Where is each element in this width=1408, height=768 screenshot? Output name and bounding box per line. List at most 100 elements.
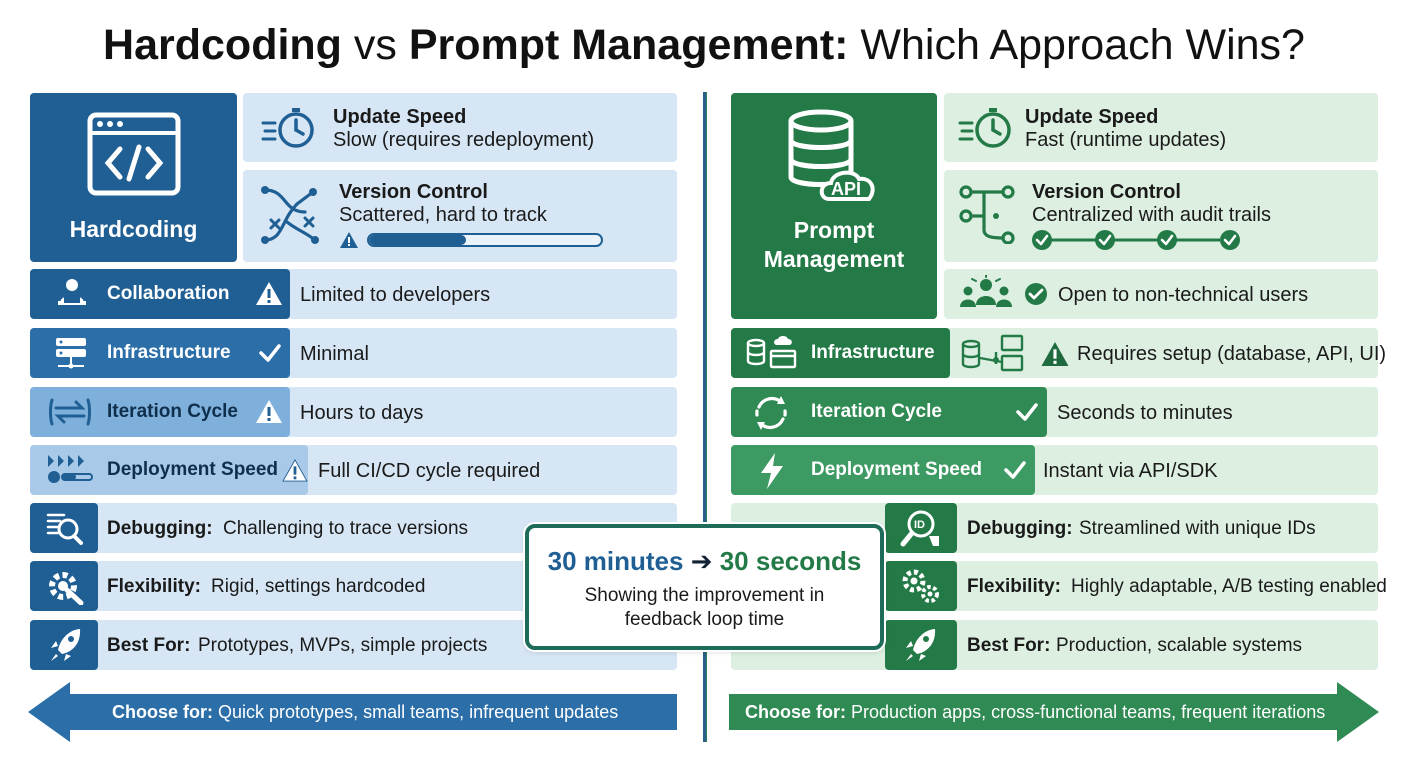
right-row-deployment-label: Deployment Speed	[811, 459, 983, 480]
left-row-deployment-value: Full CI/CD cycle required	[318, 460, 541, 482]
right-version-control-value: Centralized with audit trails	[1032, 204, 1271, 226]
rocket-icon	[906, 629, 936, 661]
right-update-speed-value: Fast (runtime updates)	[1025, 129, 1227, 151]
left-debugging-icon-box	[30, 503, 98, 553]
page-title: Hardcoding vs Prompt Management: Which A…	[0, 18, 1408, 72]
right-row-iteration-value: Seconds to minutes	[1057, 402, 1233, 424]
stopwatch-icon	[261, 108, 314, 148]
version-control-progress-track	[367, 233, 603, 247]
right-row-iteration-label: Iteration Cycle	[811, 401, 942, 422]
warning-icon	[256, 400, 282, 423]
left-version-control-title: Version Control	[339, 181, 488, 203]
database-api-icon	[788, 109, 875, 201]
improvement-callout: 30 minutes ➔ 30 seconds Showing the impr…	[525, 524, 884, 650]
svg-text:ID: ID	[914, 519, 925, 531]
hardcoding-hero-card: Hardcoding	[30, 93, 237, 262]
left-row-deployment-label: Deployment Speed	[107, 459, 279, 480]
scattered-branches-icon	[261, 186, 319, 244]
right-collaboration-value: Open to non-technical users	[1058, 284, 1309, 306]
refresh-cycle-icon	[755, 396, 787, 430]
left-debugging-label: Debugging:	[107, 518, 213, 539]
callout-arrow-icon: ➔	[690, 546, 713, 576]
pipeline-icon	[48, 455, 93, 483]
callout-after: 30 seconds	[719, 546, 862, 576]
api-badge: API	[831, 179, 862, 199]
title-part-question: Which Approach Wins?	[848, 21, 1305, 69]
prompt-management-hero-card: API Prompt Management	[731, 93, 937, 319]
left-choose-label: Choose for:	[112, 702, 213, 722]
right-choose-value: Production apps, cross-functional teams,…	[851, 702, 1326, 722]
developer-icon	[58, 279, 86, 305]
left-choose-text: Choose for: Quick prototypes, small team…	[112, 701, 618, 723]
right-update-speed-card: Update Speed Fast (runtime updates)	[944, 93, 1378, 162]
left-update-speed-value: Slow (requires redeployment)	[333, 129, 595, 151]
left-bestfor-value: Prototypes, MVPs, simple projects	[198, 635, 488, 656]
branch-merge-icon	[959, 185, 1015, 244]
left-version-control-card: Version Control Scattered, hard to track	[243, 170, 677, 262]
right-choose-text: Choose for: Production apps, cross-funct…	[745, 701, 1325, 723]
left-flexibility-label: Flexibility:	[107, 576, 201, 597]
gears-icon	[902, 569, 939, 603]
left-debugging-value: Challenging to trace versions	[223, 518, 469, 539]
left-update-speed-title: Update Speed	[333, 106, 467, 128]
right-choose-label: Choose for:	[745, 702, 846, 722]
divider-left	[703, 92, 706, 742]
left-row-infrastructure-label: Infrastructure	[107, 342, 231, 363]
audit-trail-checks-icon	[1032, 230, 1240, 250]
right-collaboration-card: Open to non-technical users	[944, 269, 1378, 319]
title-part-prompt-management: Prompt Management:	[408, 21, 849, 69]
server-rack-icon	[56, 338, 86, 369]
left-row-deployment-pill: Deployment Speed	[30, 445, 308, 495]
warning-icon	[282, 459, 308, 482]
right-row-infrastructure-value: Requires setup (database, API, UI)	[1077, 343, 1387, 365]
left-row-infrastructure-pill: Infrastructure	[30, 328, 290, 378]
warning-icon	[340, 232, 358, 248]
prompt-management-label-1: Prompt	[793, 217, 875, 243]
right-debugging-label: Debugging:	[967, 518, 1073, 539]
right-version-control-title: Version Control	[1032, 181, 1181, 203]
left-choose-value: Quick prototypes, small teams, infrequen…	[218, 702, 619, 722]
rocket-icon	[51, 629, 81, 661]
database-api-ui-icon	[961, 334, 1024, 372]
callout-before: 30 minutes	[547, 546, 684, 576]
right-row-deployment-value: Instant via API/SDK	[1043, 460, 1218, 482]
callout-line-2: feedback loop time	[624, 609, 785, 630]
right-flexibility-icon-box	[885, 561, 957, 611]
left-bestfor-icon-box	[30, 620, 98, 670]
right-row-deployment-pill: Deployment Speed	[731, 445, 1035, 495]
right-bestfor-label: Best For:	[967, 635, 1051, 656]
left-row-collaboration-value: Limited to developers	[300, 284, 491, 306]
left-flexibility-icon-box	[30, 561, 98, 611]
cycle-arrows-icon	[49, 398, 91, 426]
callout-headline: 30 minutes ➔ 30 seconds	[529, 546, 880, 576]
right-debugging-value: Streamlined with unique IDs	[1079, 518, 1316, 539]
lightning-icon	[761, 453, 783, 489]
search-code-icon	[46, 513, 83, 545]
left-flexibility-value: Rigid, settings hardcoded	[211, 576, 426, 597]
warning-icon	[256, 282, 282, 305]
check-circle-icon	[1025, 283, 1047, 305]
callout-line-1: Showing the improvement in	[584, 585, 825, 606]
left-version-control-value: Scattered, hard to track	[339, 204, 547, 226]
right-bestfor-value: Production, scalable systems	[1056, 635, 1303, 656]
check-icon	[1016, 403, 1038, 421]
right-debugging-icon-box: ID	[885, 503, 957, 553]
right-bottom-debugging-row: ID Debugging: Streamlined with unique ID…	[731, 503, 1378, 553]
right-flexibility-label: Flexibility:	[967, 576, 1061, 597]
right-flexibility-value: Highly adaptable, A/B testing enabled	[1071, 576, 1387, 597]
left-row-iteration-pill: Iteration Cycle	[30, 387, 290, 437]
prompt-management-label-2: Management	[763, 246, 905, 272]
left-update-speed-card: Update Speed Slow (requires redeployment…	[243, 93, 677, 162]
left-row-collaboration-label: Collaboration	[107, 283, 230, 304]
divider-right	[706, 92, 707, 742]
left-row-iteration-label: Iteration Cycle	[107, 401, 238, 422]
left-bestfor-label: Best For:	[107, 635, 191, 656]
left-row-infrastructure-value: Minimal	[300, 343, 369, 365]
warning-icon	[1041, 342, 1069, 366]
right-version-control-card: Version Control Centralized with audit t…	[944, 170, 1378, 262]
check-icon	[259, 344, 281, 362]
gear-wrench-icon	[49, 572, 84, 605]
left-row-collaboration-pill: Collaboration	[30, 269, 290, 319]
code-window-icon	[87, 112, 181, 196]
database-ui-icon	[746, 336, 797, 369]
